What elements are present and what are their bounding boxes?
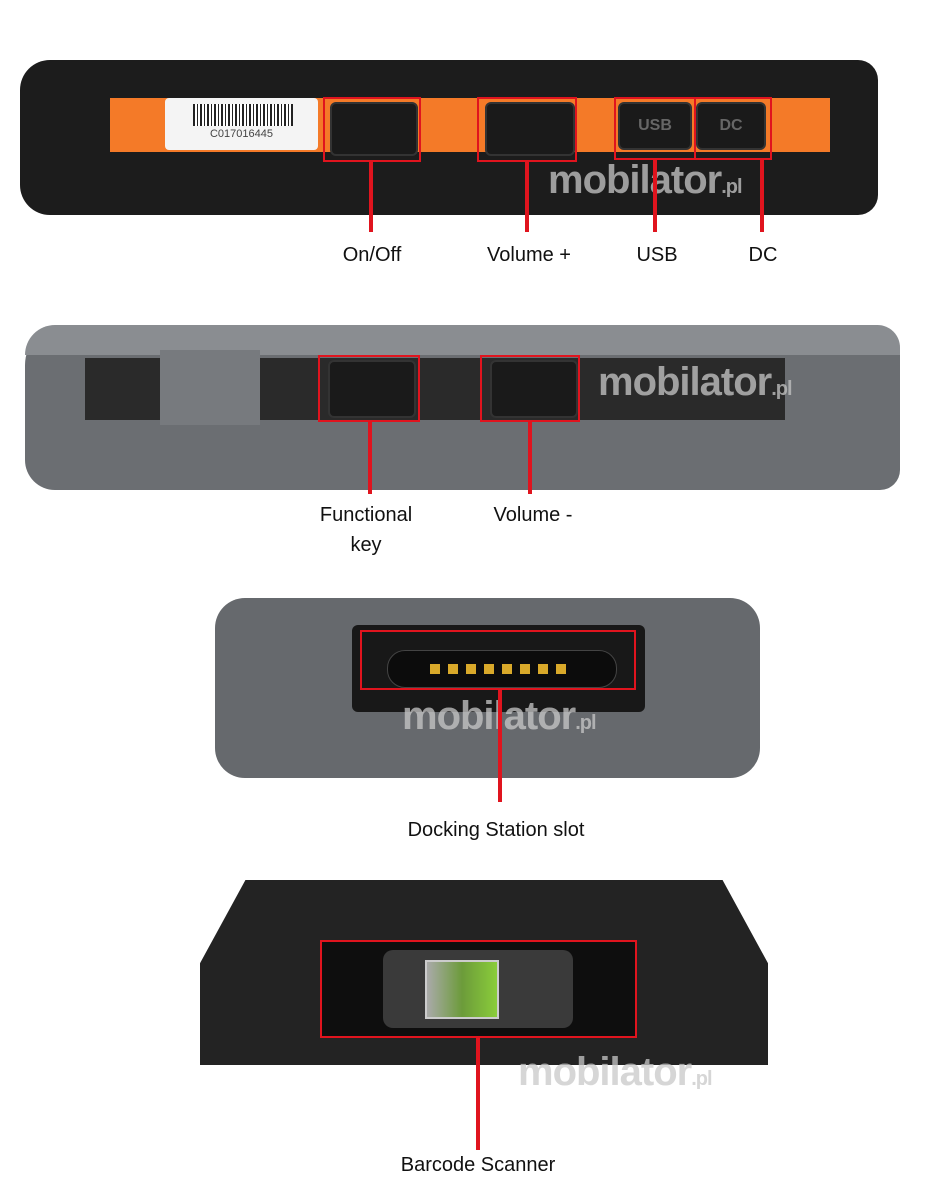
watermark-logo: mobilator.pl bbox=[518, 1050, 713, 1094]
callout-box-volume-up bbox=[477, 97, 577, 162]
label-on-off: On/Off bbox=[342, 244, 402, 266]
device-side-view-2 bbox=[25, 325, 900, 490]
device-top-view bbox=[200, 880, 768, 1065]
callout-line-on-off bbox=[369, 162, 373, 232]
usb-port-cover: USB bbox=[618, 102, 692, 150]
label-volume-up: Volume + bbox=[487, 244, 571, 266]
label-barcode-scanner: Barcode Scanner bbox=[400, 1154, 556, 1176]
side-cover bbox=[160, 350, 260, 425]
label-dc: DC bbox=[748, 244, 778, 266]
watermark-logo: mobilator.pl bbox=[548, 158, 743, 202]
label-volume-down: Volume - bbox=[493, 504, 573, 526]
callout-box-on-off bbox=[323, 97, 421, 162]
label-functional-key: Functional key bbox=[320, 500, 412, 560]
callout-line-docking-station bbox=[498, 690, 502, 802]
callout-line-functional-key bbox=[368, 422, 372, 494]
callout-line-barcode-scanner bbox=[476, 1038, 480, 1150]
label-functional-key-line1: Functional bbox=[319, 504, 413, 526]
barcode-label: C017016445 bbox=[165, 98, 318, 150]
power-button bbox=[330, 102, 418, 156]
callout-box-volume-down bbox=[480, 355, 580, 422]
callout-box-functional-key bbox=[318, 355, 420, 422]
callout-line-usb bbox=[653, 160, 657, 232]
watermark-logo: mobilator.pl bbox=[402, 694, 597, 738]
dc-port-cover: DC bbox=[696, 102, 766, 150]
callout-box-usb bbox=[614, 97, 696, 160]
callout-line-volume-up bbox=[525, 162, 529, 232]
label-usb: USB bbox=[636, 244, 678, 266]
dc-cover-text: DC bbox=[719, 117, 743, 134]
functional-key-button bbox=[328, 360, 416, 418]
volume-down-button bbox=[490, 360, 578, 418]
callout-box-docking-station bbox=[360, 630, 636, 690]
watermark-logo: mobilator.pl bbox=[598, 360, 793, 404]
callout-box-barcode-scanner bbox=[320, 940, 637, 1038]
pogo-pins bbox=[430, 664, 574, 674]
volume-up-button bbox=[485, 102, 575, 156]
callout-box-dc bbox=[694, 97, 772, 160]
scanner-lens bbox=[425, 960, 499, 1019]
barcode-bars bbox=[193, 104, 293, 126]
callout-line-volume-down bbox=[528, 422, 532, 494]
callout-line-dc bbox=[760, 160, 764, 232]
scanner-module bbox=[383, 950, 573, 1028]
usb-cover-text: USB bbox=[638, 117, 672, 134]
top-edge bbox=[25, 325, 900, 355]
barcode-text: C017016445 bbox=[209, 128, 273, 140]
label-docking-station-slot: Docking Station slot bbox=[407, 819, 585, 841]
dock-connector bbox=[387, 650, 617, 688]
label-functional-key-line2: key bbox=[350, 534, 382, 556]
device-side-view-1: C017016445 USB DC bbox=[20, 60, 878, 215]
